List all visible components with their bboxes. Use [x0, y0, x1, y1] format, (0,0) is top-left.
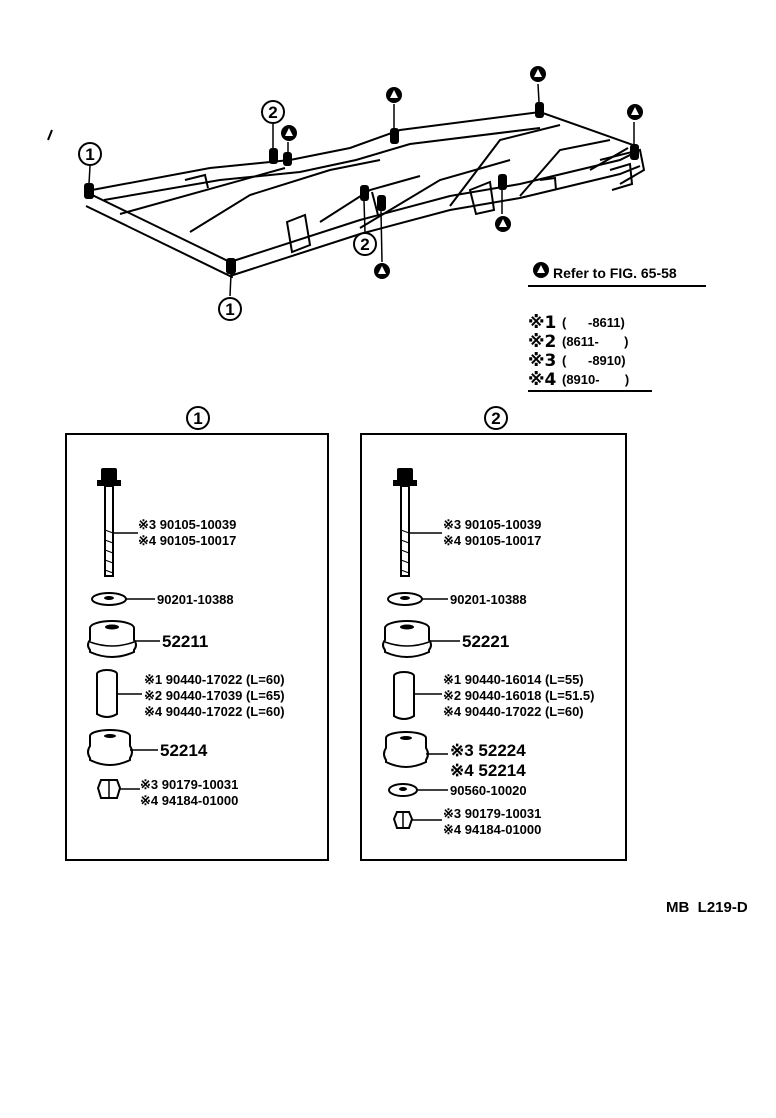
upper-cushion-icon — [87, 620, 137, 658]
svg-text:※3 90179-10031: ※3 90179-10031 — [443, 806, 541, 821]
triangle-marker-icon — [281, 125, 297, 141]
svg-text:※4 90440-17022 (L=60): ※4 90440-17022 (L=60) — [144, 704, 285, 719]
svg-text:※2: ※2 — [528, 332, 556, 352]
svg-text:(8611- ): (8611- ) — [562, 334, 628, 349]
svg-text:※4: ※4 — [528, 370, 557, 390]
frame-illustration — [47, 110, 646, 279]
svg-text:90560-10020: 90560-10020 — [450, 783, 527, 798]
nut-icon — [392, 811, 414, 829]
collar-icon — [96, 669, 118, 718]
triangle-marker-icon — [495, 216, 511, 232]
callout-2-mid: 2 — [353, 232, 377, 256]
svg-text:※4 52214: ※4 52214 — [450, 761, 526, 780]
triangle-marker-icon — [374, 263, 390, 279]
triangle-markers — [281, 66, 643, 279]
svg-text:※4 94184-01000: ※4 94184-01000 — [443, 822, 541, 837]
lower-cushion-icon — [383, 731, 429, 768]
bolt-icon — [97, 468, 121, 577]
svg-text:※1 90440-17022 (L=60): ※1 90440-17022 (L=60) — [144, 672, 285, 687]
triangle-marker-icon — [386, 87, 402, 103]
svg-text:※3 90105-10039: ※3 90105-10039 — [443, 517, 541, 532]
svg-text:1: 1 — [85, 145, 94, 164]
diagram-code: MB L219-D — [666, 899, 748, 916]
svg-text:※1 90440-16014 (L=55): ※1 90440-16014 (L=55) — [443, 672, 584, 687]
svg-text:※3: ※3 — [528, 351, 556, 371]
svg-text:※3 90105-10039: ※3 90105-10039 — [138, 517, 236, 532]
svg-text:(8910- ): (8910- ) — [562, 372, 629, 387]
bolt-icon — [393, 468, 417, 577]
triangle-marker-icon — [627, 104, 643, 120]
svg-text:1: 1 — [225, 300, 234, 319]
refer-note: Refer to FIG. 65-58 — [528, 262, 706, 287]
svg-text:※3 52224: ※3 52224 — [450, 741, 526, 760]
svg-text:※4 90440-17022 (L=60): ※4 90440-17022 (L=60) — [443, 704, 584, 719]
panel-2: 2 ※3 90105-10039 ※4 90105-10017 90201-10… — [360, 406, 627, 861]
svg-text:※4 94184-01000: ※4 94184-01000 — [140, 793, 238, 808]
svg-text:Refer to FIG. 65-58: Refer to FIG. 65-58 — [553, 265, 677, 281]
collar-icon — [393, 671, 415, 720]
svg-text:52221: 52221 — [462, 632, 509, 651]
svg-text:※2 90440-17039 (L=65): ※2 90440-17039 (L=65) — [144, 688, 285, 703]
svg-text:( -8611): ( -8611) — [562, 315, 625, 330]
svg-text:52214: 52214 — [160, 741, 208, 760]
triangle-marker-icon — [533, 262, 549, 278]
svg-text:2: 2 — [360, 235, 369, 254]
svg-text:※4 90105-10017: ※4 90105-10017 — [443, 533, 541, 548]
mount-points — [84, 102, 639, 274]
lower-cushion-icon — [87, 729, 133, 766]
svg-text:※3 90179-10031: ※3 90179-10031 — [140, 777, 238, 792]
washer-icon — [388, 783, 418, 797]
triangle-marker-icon — [530, 66, 546, 82]
svg-text:1: 1 — [193, 409, 202, 428]
nut-icon — [96, 779, 122, 799]
svg-text:2: 2 — [491, 409, 500, 428]
svg-text:90201-10388: 90201-10388 — [450, 592, 527, 607]
svg-text:※4 90105-10017: ※4 90105-10017 — [138, 533, 236, 548]
washer-icon — [91, 592, 127, 606]
washer-icon — [387, 592, 423, 606]
svg-text:52211: 52211 — [162, 632, 208, 651]
svg-text:※2 90440-16018 (L=51.5): ※2 90440-16018 (L=51.5) — [443, 688, 594, 703]
callout-2-top: 2 — [261, 100, 285, 124]
callout-1-left: 1 — [78, 142, 102, 166]
svg-text:90201-10388: 90201-10388 — [157, 592, 234, 607]
svg-text:( -8910): ( -8910) — [562, 353, 626, 368]
leader-lines — [88, 83, 635, 297]
callout-1-front: 1 — [218, 297, 242, 321]
panel-1: 1 ※3 90105-10039 ※4 90105-10017 90201-10… — [65, 406, 329, 861]
svg-text:※1: ※1 — [528, 313, 556, 333]
svg-text:2: 2 — [268, 103, 277, 122]
upper-cushion-icon — [382, 620, 432, 658]
serial-legend: ※1 ( -8611) ※2 (8611- ) ※3 ( -8910) ※4 (… — [528, 313, 652, 392]
